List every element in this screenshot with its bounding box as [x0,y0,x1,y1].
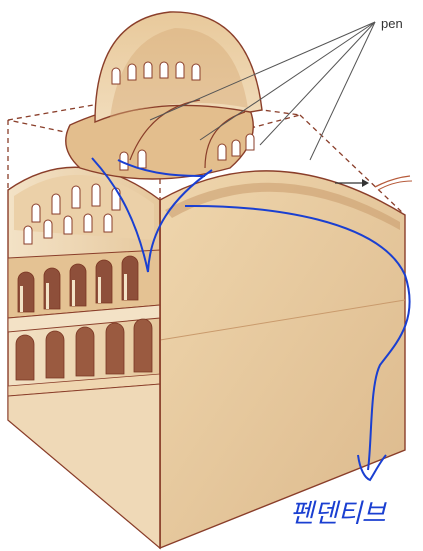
side-arrow [335,175,413,191]
upper-arcade-columns [20,274,127,312]
callout-label: pen [381,16,403,31]
pen-arrow-head [357,454,387,482]
lower-arcade-openings [15,318,153,381]
right-arch-inner [165,182,400,230]
pen-outline-pendentive [91,157,213,273]
right-floor-line [159,299,406,341]
upper-window-row [23,183,121,245]
ring-window-row [119,133,255,171]
dome-window-row [111,61,201,85]
pendentive-ring [65,101,254,180]
right-wall-face [159,170,406,550]
callout-leader-lines [149,21,376,161]
handwritten-note: 펜덴티브 [290,499,387,529]
pen-arrow-stroke [184,204,411,471]
left-wall-base [7,383,161,550]
